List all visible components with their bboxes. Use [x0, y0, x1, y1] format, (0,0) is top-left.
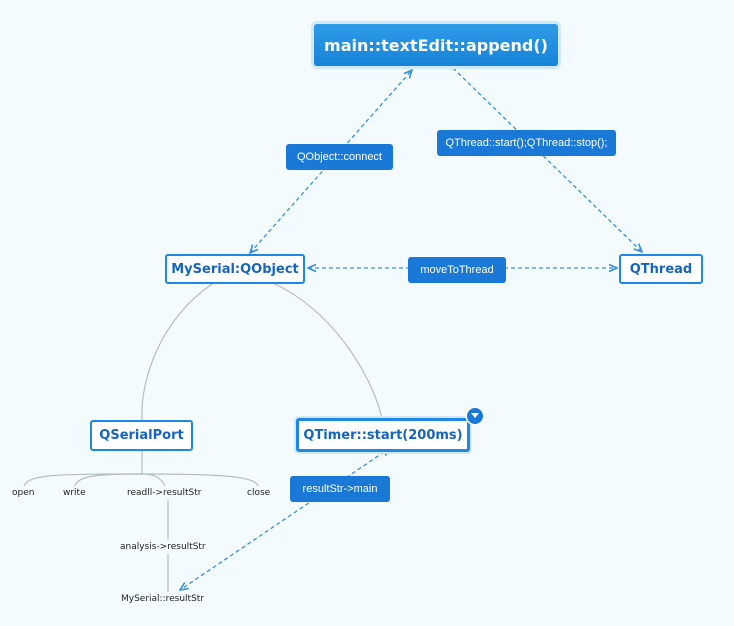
node-qthread[interactable]: QThread: [619, 254, 703, 284]
edge-label-resultstr-main[interactable]: resultStr->main: [290, 476, 390, 502]
leaf-open[interactable]: open: [12, 488, 35, 498]
branch-open: [23, 473, 143, 487]
branch-myserial-qtimer: [274, 283, 383, 419]
edge-label-move-to-thread[interactable]: moveToThread: [408, 257, 506, 283]
node-qserialport[interactable]: QSerialPort: [90, 420, 193, 451]
branch-readall: [141, 473, 166, 487]
arrow-thread-start-stop: [452, 67, 642, 252]
leaf-write[interactable]: write: [63, 488, 86, 498]
node-qtimer-start-selected[interactable]: QTimer::start(200ms): [296, 418, 470, 452]
edge-label-qthread-start-stop[interactable]: QThread::start();QThread::stop();: [437, 130, 616, 156]
branch-close: [141, 473, 259, 487]
branch-myserial-qserialport: [141, 283, 213, 421]
leaf-readall-resultstr[interactable]: readll->resultStr: [127, 488, 202, 498]
chevron-down-icon[interactable]: [467, 408, 483, 424]
leaf-close[interactable]: close: [247, 488, 271, 498]
node-myserial-qobject[interactable]: MySerial:QObject: [165, 254, 305, 284]
root-node-main-textedit-append[interactable]: main::textEdit::append(): [314, 24, 558, 66]
arrow-result-to-main: [180, 448, 390, 590]
branch-write: [74, 473, 143, 487]
edge-label-qobject-connect[interactable]: QObject::connect: [286, 144, 393, 170]
leaf-myserial-resultstr[interactable]: MySerial::resultStr: [121, 594, 205, 604]
leaf-analysis-resultstr[interactable]: analysis->resultStr: [120, 542, 206, 552]
